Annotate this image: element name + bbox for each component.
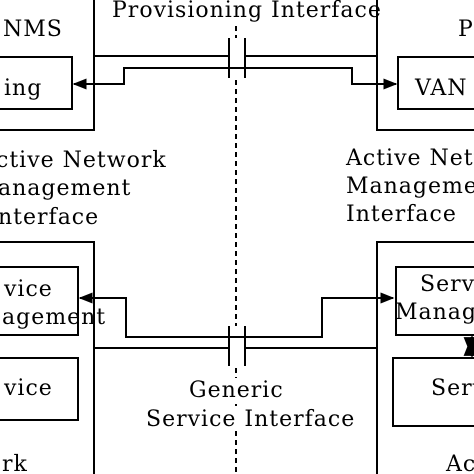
provisioning-arrow <box>72 67 398 90</box>
left-service-management-line2: agement <box>2 305 106 330</box>
generic-interface-line1: Generic <box>189 378 284 403</box>
right-service-label: Serv <box>431 376 474 401</box>
van-inner-label: VAN <box>414 76 468 101</box>
right-service-management-line1: Serv <box>420 272 474 297</box>
right-service-management-line2: Managa <box>395 300 474 325</box>
provisioning-interface-label: Provisioning Interface <box>112 0 382 23</box>
left-bottom-caption: rk <box>2 452 28 474</box>
left-annotation-line3: nterface <box>0 205 99 230</box>
left-node-box <box>0 241 95 474</box>
left-service-management-box <box>0 266 79 336</box>
generic-interface-line2: Service Interface <box>146 407 355 432</box>
van-inner-box <box>397 56 474 110</box>
provider-box-title: P <box>458 17 474 42</box>
right-annotation-line2: Managemen <box>346 174 474 199</box>
nms-box-title: NMS <box>3 17 63 42</box>
right-bottom-caption: Ac <box>445 452 474 474</box>
generic-service-arrow <box>78 292 395 338</box>
right-annotation-line1: Active Netw <box>345 146 474 171</box>
left-service-box <box>0 357 79 421</box>
right-service-management-box <box>395 266 474 336</box>
left-service-label: vice <box>3 376 53 401</box>
provider-box <box>376 0 474 131</box>
right-service-box <box>392 357 474 427</box>
left-annotation-line2: anagement <box>0 176 131 201</box>
left-annotation-line1: ctive Network <box>0 148 167 173</box>
nms-inner-label: ing <box>4 76 42 101</box>
left-service-management-line1: vice <box>3 277 53 302</box>
nms-box <box>0 0 95 131</box>
right-annotation-line3: Interface <box>346 202 457 227</box>
right-node-box <box>376 241 474 474</box>
nms-inner-box <box>0 56 73 110</box>
